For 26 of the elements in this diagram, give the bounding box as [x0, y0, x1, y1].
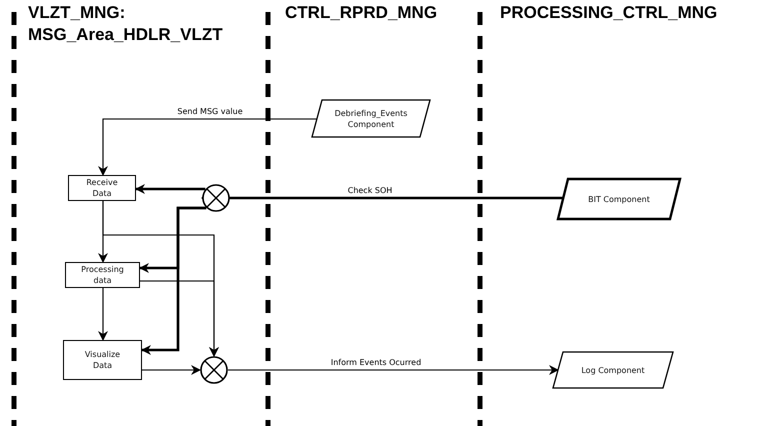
arrow [98, 288, 108, 341]
node-label: Debriefing_Events Component [334, 108, 408, 130]
arrow [140, 280, 219, 357]
edge-label: Check SOH [346, 186, 394, 196]
node-label: BIT Component [587, 194, 651, 204]
data-parallelogram [553, 352, 673, 388]
data-parallelogram [312, 100, 430, 137]
edge-label: Send MSG value [175, 107, 245, 117]
lane-header: PROCESSING_CTRL_MNG [500, 2, 718, 24]
process-box [68, 175, 136, 201]
arrow [135, 184, 206, 194]
lane-header: CTRL_RPRD_MNG [285, 2, 438, 24]
process-box [63, 340, 142, 380]
node-label: Log Component [580, 364, 646, 376]
arrow [142, 365, 201, 375]
summing-junction [200, 356, 228, 384]
arrow [141, 206, 206, 355]
node-label: Receive Data [85, 177, 119, 199]
node-label: Processing data [80, 264, 125, 286]
node-label: Visualize Data [84, 349, 122, 371]
summing-junction [202, 184, 230, 212]
edge-label: Inform Events Ocurred [328, 358, 424, 368]
process-box [65, 262, 140, 288]
lane-header: VLZT_MNG: MSG_Area_HDLR_VLZT [28, 2, 224, 46]
arrow [98, 118, 318, 176]
data-parallelogram [558, 179, 680, 219]
